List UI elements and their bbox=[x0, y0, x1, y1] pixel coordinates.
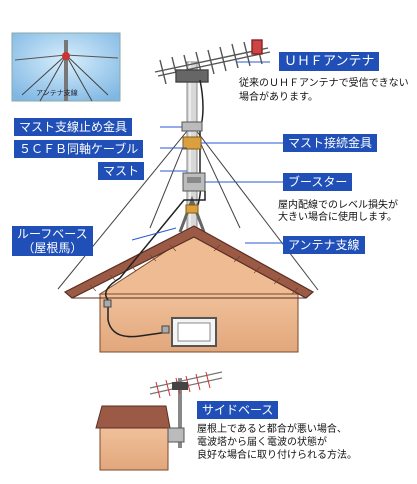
mast-stay-clamp bbox=[181, 121, 203, 132]
label-roof-base-line2: （屋根馬） bbox=[22, 241, 83, 255]
label-mast-stay-clamp: マスト支線止め金具 bbox=[14, 118, 133, 136]
label-booster: ブースター bbox=[283, 173, 353, 191]
note-booster-line2: 大きい場合に使用します。 bbox=[278, 212, 397, 223]
label-uhf-antenna: ＵＨＦアンテナ bbox=[279, 52, 380, 71]
label-coax-5cfb: ５ＣＦＢ同軸ケーブル bbox=[14, 140, 144, 158]
main-house bbox=[63, 225, 315, 353]
note-uhf-line1: 従来のＵＨＦアンテナで受信できない bbox=[239, 78, 409, 89]
label-side-base: サイドベース bbox=[197, 401, 279, 419]
label-mast: マスト bbox=[98, 162, 145, 180]
leader-lines bbox=[131, 61, 283, 244]
note-booster-line1: 屋内配線でのレベル損失が bbox=[278, 200, 398, 211]
inset-antenna-photo bbox=[11, 32, 121, 102]
label-antenna-stay: アンテナ支線 bbox=[283, 236, 365, 254]
booster-unit bbox=[182, 172, 206, 192]
note-side-line1: 屋根上であると都合が悪い場合、 bbox=[197, 424, 347, 435]
note-uhf-line2: 場合があります。 bbox=[239, 92, 318, 103]
note-side-line3: 良好な場合に取り付けられる方法。 bbox=[197, 450, 357, 461]
note-side-line2: 電波塔から届く電波の状態が bbox=[197, 437, 327, 448]
uhf-antenna bbox=[154, 39, 271, 85]
label-mast-joint: マスト接続金具 bbox=[283, 134, 378, 152]
label-roof-base-line1: ルーフベース bbox=[17, 227, 88, 241]
mast-joint bbox=[182, 136, 202, 150]
inset-caption: アンテナ支線 bbox=[36, 89, 78, 97]
label-roof-base: ルーフベース （屋根馬） bbox=[12, 226, 93, 256]
side-base-house bbox=[95, 371, 223, 471]
